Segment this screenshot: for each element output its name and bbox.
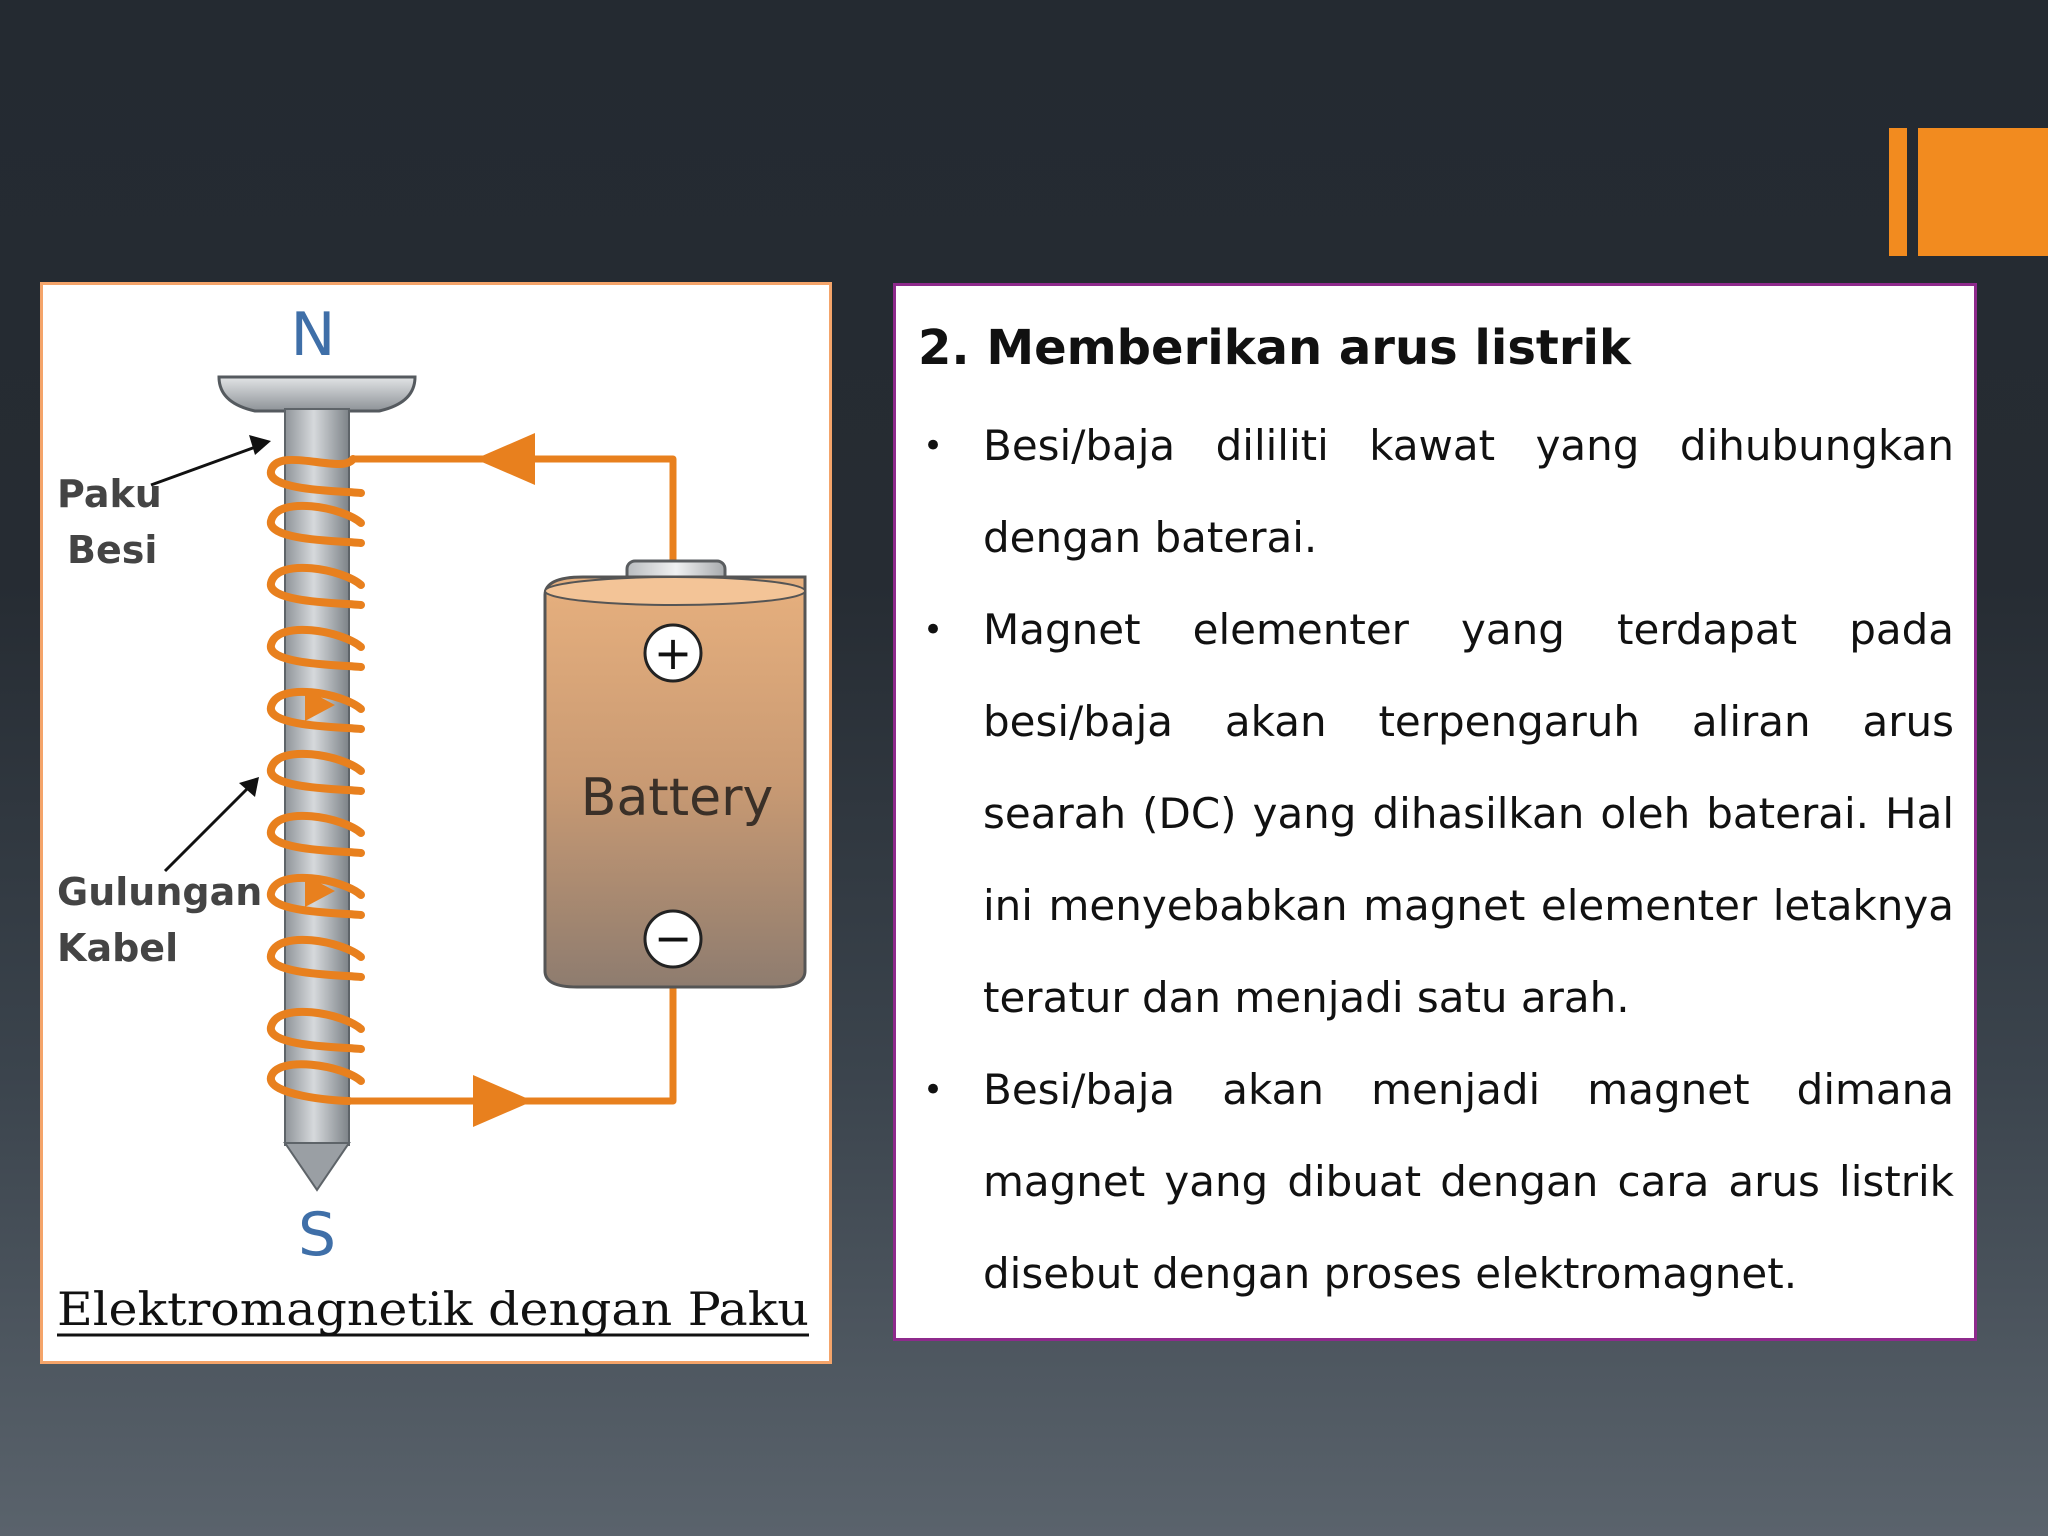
bullet-text: Besi/baja dililiti kawat yang dihubungka…	[983, 420, 1954, 562]
bullet-list: • Besi/baja dililiti kawat yang dihubung…	[918, 400, 1954, 1320]
nail-head	[217, 375, 417, 413]
bullet-item: • Besi/baja akan menjadi magnet dimana m…	[918, 1044, 1954, 1320]
current-arrow-top	[475, 433, 535, 485]
nail-shank	[284, 408, 350, 1146]
bullet-item: • Besi/baja dililiti kawat yang dihubung…	[918, 400, 1954, 584]
accent-bar-block	[1918, 128, 2048, 256]
nail-tip	[283, 1142, 351, 1192]
accent-bar-thin	[1889, 128, 1907, 256]
figure-caption: Elektromagnetik dengan Paku	[57, 1282, 809, 1336]
section-heading: 2. Memberikan arus listrik	[918, 320, 1631, 376]
bullet-item: • Magnet elementer yang terdapat pada be…	[918, 584, 1954, 1044]
electromagnet-diagram: + − Battery N S Paku Besi Gulungan Kabel…	[57, 300, 809, 1337]
coil-arrow-2	[305, 875, 335, 907]
nail-label-line2: Besi	[67, 528, 157, 572]
battery-plus-text: +	[654, 626, 693, 680]
pole-north-label: N	[291, 300, 336, 370]
nail-label-line1: Paku	[57, 472, 162, 516]
electromagnet-figure: + − Battery N S Paku Besi Gulungan Kabel…	[40, 282, 832, 1364]
coil-arrow-1	[305, 689, 335, 721]
coil-label-line2: Kabel	[57, 926, 178, 970]
wire-circuit	[345, 455, 677, 1105]
coil-windings	[267, 455, 365, 1105]
battery-plus-symbol	[643, 623, 703, 683]
bullet-text: Magnet elementer yang terdapat pada besi…	[983, 604, 1954, 1022]
explanation-box: 2. Memberikan arus listrik • Besi/baja d…	[893, 283, 1977, 1341]
battery-minus-text: −	[654, 911, 693, 965]
current-arrow-bottom	[473, 1075, 533, 1127]
bullet-marker: •	[922, 609, 944, 650]
coil-label-line1: Gulungan	[57, 870, 262, 914]
pointer-arrows	[150, 435, 271, 873]
bullet-text: Besi/baja akan menjadi magnet dimana mag…	[983, 1064, 1954, 1298]
battery-label: Battery	[581, 768, 773, 828]
pole-south-label: S	[298, 1200, 336, 1270]
battery-minus-symbol	[643, 909, 703, 969]
battery-body	[543, 575, 807, 989]
bullet-marker: •	[922, 1069, 944, 1110]
bullet-marker: •	[922, 425, 944, 466]
